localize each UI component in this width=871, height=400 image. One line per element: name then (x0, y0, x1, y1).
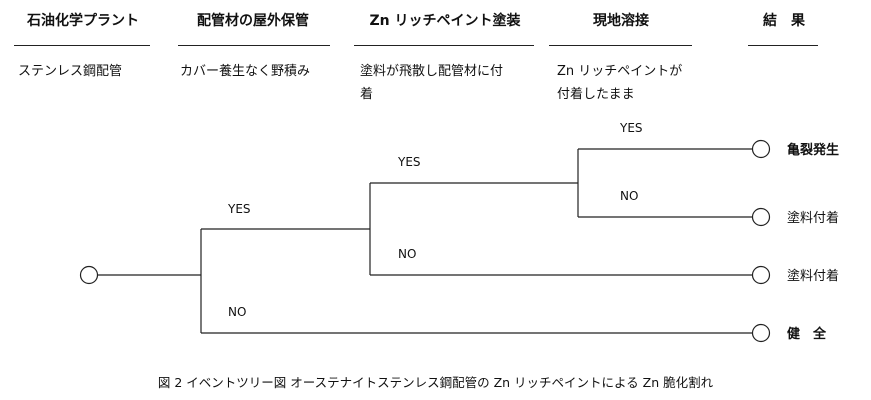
weld-no-label: NO (620, 189, 638, 203)
outcome-node-4 (751, 323, 771, 343)
storage-yes-label: YES (227, 202, 251, 216)
condition-paint-line-2: 着 (360, 87, 374, 102)
outcome-label-4: 健 全 (787, 326, 827, 342)
header-rule-paint (354, 45, 534, 46)
condition-welding: Zn リッチペイントが 付着したまま (557, 60, 682, 106)
condition-plant: ステンレス鋼配管 (18, 64, 123, 79)
header-rule-welding (549, 45, 692, 46)
root-node (79, 265, 99, 285)
column-header-welding: 現地溶接 (593, 13, 649, 29)
storage-no-label: NO (228, 305, 246, 319)
outcome-node-3 (751, 265, 771, 285)
outcome-label-2: 塗料付着 (787, 210, 839, 226)
paint-no-label: NO (398, 247, 416, 261)
column-header-storage: 配管材の屋外保管 (197, 13, 309, 29)
outcome-label-3: 塗料付着 (787, 268, 839, 284)
header-rule-plant (14, 45, 150, 46)
outcome-label-1: 亀裂発生 (787, 142, 839, 158)
condition-welding-line-1: Zn リッチペイントが (557, 64, 683, 79)
column-header-plant: 石油化学プラント (27, 13, 139, 29)
condition-paint-line-1: 塗料が飛散し配管材に付 (360, 64, 504, 79)
weld-yes-label: YES (619, 121, 643, 135)
condition-storage: カバー養生なく野積み (180, 64, 311, 79)
column-header-result: 結 果 (763, 13, 805, 29)
outcome-node-2 (751, 207, 771, 227)
condition-paint: 塗料が飛散し配管材に付 着 (360, 60, 503, 106)
column-header-paint: Zn リッチペイント塗装 (369, 13, 521, 29)
header-rule-result (748, 45, 818, 46)
outcome-node-1 (751, 139, 771, 159)
condition-welding-line-2: 付着したまま (557, 87, 635, 102)
figure-caption: 図 2 イベントツリー図 オーステナイトステンレス鋼配管の Zn リッチペイント… (157, 375, 714, 390)
paint-yes-label: YES (397, 155, 421, 169)
header-rule-storage (178, 45, 330, 46)
